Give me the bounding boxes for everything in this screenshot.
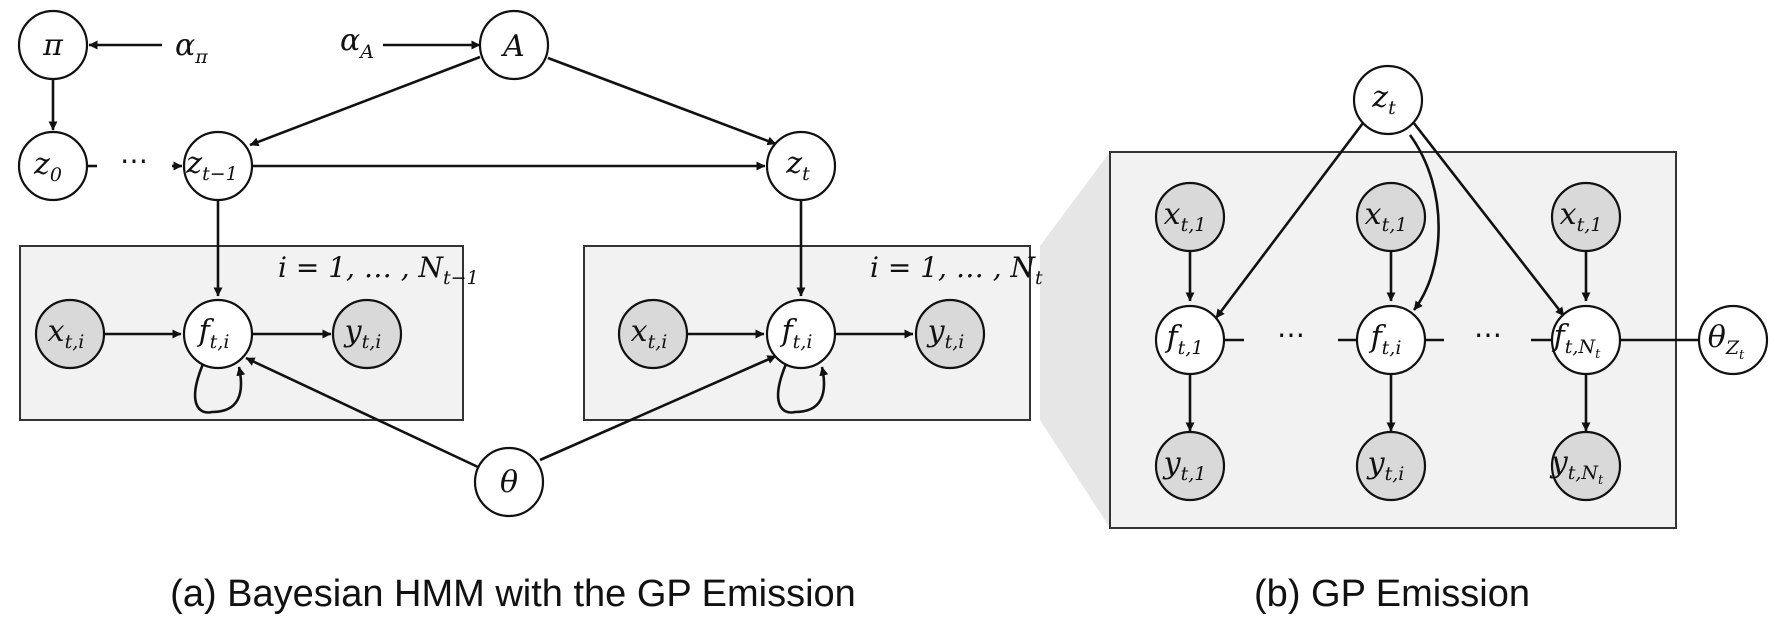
- node-b-z-t: [1352, 64, 1424, 136]
- plate-left-label: i = 1, … , Nt−1: [278, 251, 479, 289]
- ellipsis-b-2: ⋯: [1474, 318, 1502, 351]
- node-y-left: [331, 298, 403, 370]
- node-theta: [473, 446, 545, 518]
- node-A-label: A: [500, 29, 525, 64]
- node-b-f3: [1550, 304, 1622, 376]
- node-b-y1: [1154, 430, 1226, 502]
- node-z0: [17, 130, 89, 202]
- node-b-x3: [1550, 181, 1622, 253]
- node-b-z-t-label: zt: [1371, 80, 1396, 119]
- node-b-f2: [1355, 304, 1427, 376]
- node-b-y3-label: yt,Nt: [1549, 445, 1604, 488]
- caption-a: (a) Bayesian HMM with the GP Emission: [170, 573, 856, 615]
- edge-A-to-zprev: [249, 55, 481, 147]
- node-b-y3: [1550, 430, 1622, 502]
- node-b-y2-label: yt,i: [1366, 446, 1405, 485]
- node-y-right-label: yt,i: [926, 314, 965, 353]
- edge-A-to-zt: [547, 56, 777, 146]
- node-A: [478, 9, 550, 81]
- node-f-left: [182, 298, 254, 370]
- node-b-x2-label: xt,1: [1365, 197, 1408, 236]
- node-pi: [17, 9, 89, 81]
- node-b-theta: [1697, 304, 1769, 376]
- node-x-left: [34, 298, 106, 370]
- node-pi-label: π: [42, 28, 64, 63]
- caption-b: (b) GP Emission: [1254, 573, 1530, 615]
- node-b-f1: [1154, 304, 1226, 376]
- edge-theta-to-f-right: [539, 354, 777, 462]
- panel-b: zt xt,1 xt,1 xt,1 ft,1 ⋯ ft,i ⋯ ft,Nt θZ…: [1109, 64, 1769, 615]
- node-x-right-label: xt,i: [631, 314, 668, 353]
- node-b-y2: [1355, 430, 1427, 502]
- node-z-t-label: zt: [785, 146, 810, 185]
- ellipsis-b-1: ⋯: [1277, 318, 1305, 351]
- ellipsis-a: ⋯: [120, 144, 148, 177]
- panel-a: π απ αA A z0 ⋯ zt−1 zt i = 1, … , Nt−1 i…: [17, 9, 1043, 615]
- node-b-x1-label: xt,1: [1164, 197, 1207, 236]
- node-y-left-label: yt,i: [343, 314, 382, 353]
- node-z-t: [765, 130, 837, 202]
- edge-zt-to-f1: [1214, 122, 1365, 319]
- node-z0-label: z0: [33, 147, 62, 186]
- edge-zt-to-f3: [1411, 121, 1566, 317]
- alpha-pi-label: απ: [175, 28, 208, 68]
- zoom-wedge: [1040, 152, 1110, 528]
- node-x-right: [617, 298, 689, 370]
- node-f-right: [765, 298, 837, 370]
- node-z-prev: [182, 130, 254, 202]
- node-y-right: [914, 298, 986, 370]
- alpha-A-label: αA: [340, 23, 374, 63]
- node-x-left-label: xt,i: [48, 314, 85, 353]
- node-b-theta-label: θZt: [1708, 320, 1745, 363]
- node-b-y1-label: yt,1: [1162, 446, 1207, 485]
- node-b-x1: [1154, 181, 1226, 253]
- node-theta-label: θ: [500, 465, 518, 500]
- node-b-x3-label: xt,1: [1560, 197, 1603, 236]
- self-loop-f-left: [193, 363, 246, 414]
- edge-theta-to-f-left: [245, 356, 479, 469]
- node-b-x2: [1355, 181, 1427, 253]
- plate-right-label: i = 1, … , Nt: [870, 251, 1043, 289]
- edge-zt-to-f2: [1408, 134, 1440, 311]
- node-z-prev-label: zt−1: [185, 146, 237, 185]
- self-loop-f-right: [776, 363, 829, 414]
